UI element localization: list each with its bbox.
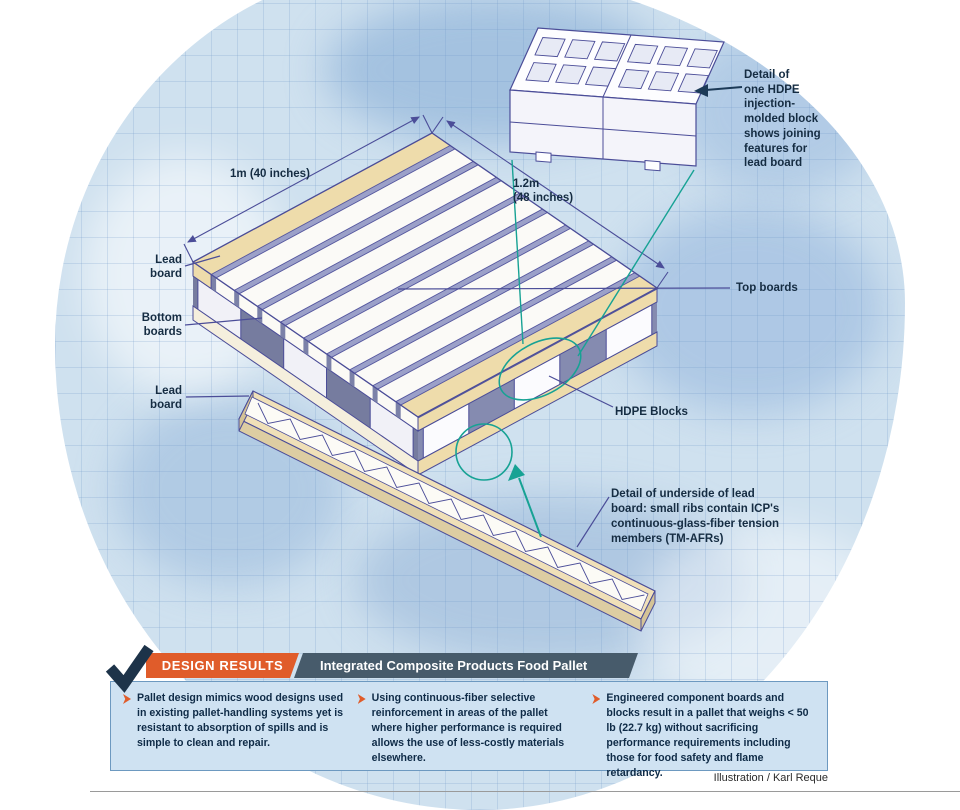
label-lead-board-bottom: Lead board bbox=[150, 385, 182, 412]
dimension-1m bbox=[183, 114, 433, 263]
lead-board-callout-circle bbox=[455, 423, 513, 481]
label-bottom-boards: Bottom boards bbox=[141, 312, 182, 339]
bottom-rule bbox=[90, 791, 960, 792]
bullet-arrow-icon bbox=[592, 694, 601, 704]
dimension-1-2m bbox=[431, 116, 669, 289]
bullet-text: Engineered component boards and blocks r… bbox=[606, 692, 809, 780]
bottom-lead-board-right bbox=[417, 331, 658, 476]
results-title-banner: Integrated Composite Products Food Palle… bbox=[294, 653, 638, 678]
hdpe-block-detail-drawing bbox=[509, 27, 725, 172]
block-cells bbox=[525, 37, 718, 94]
rib-zigzag bbox=[257, 402, 645, 601]
label-lead-board-top: Lead board bbox=[150, 254, 182, 281]
checkmark-icon bbox=[102, 640, 156, 699]
label-hdpe-blocks: HDPE Blocks bbox=[615, 406, 688, 418]
label-top-boards: Top boards bbox=[736, 282, 798, 294]
results-panel: Pallet design mimics wood designs used i… bbox=[110, 681, 828, 779]
bullet-arrow-icon bbox=[357, 694, 366, 704]
result-bullet: Engineered component boards and blocks r… bbox=[592, 691, 815, 779]
detail-arrow-icon bbox=[694, 84, 743, 97]
label-underside-detail: Detail of underside of lead board: small… bbox=[611, 488, 780, 545]
bullet-text: Using continuous-fiber selective reinfor… bbox=[371, 692, 565, 765]
bullet-text: Pallet design mimics wood designs used i… bbox=[137, 692, 344, 750]
pallet-base bbox=[192, 276, 658, 476]
result-bullet: Pallet design mimics wood designs used i… bbox=[123, 691, 346, 761]
label-dimension-1-2m: 1.2m (48 inches) bbox=[513, 178, 574, 205]
underside-board-drawing bbox=[238, 390, 656, 632]
label-dimension-1m: 1m (40 inches) bbox=[230, 168, 310, 180]
block-callout-circle bbox=[498, 337, 582, 401]
result-bullet: Using continuous-fiber selective reinfor… bbox=[357, 691, 581, 764]
teal-callouts bbox=[455, 159, 695, 481]
leader-lines bbox=[184, 255, 731, 548]
design-results-banner: DESIGN RESULTS bbox=[146, 653, 299, 678]
label-block-detail: Detail of one HDPE injection- molded blo… bbox=[744, 69, 821, 170]
board-end-gaps bbox=[211, 274, 401, 420]
illustration-credit: Illustration / Karl Reque bbox=[713, 772, 828, 784]
teal-arrow bbox=[508, 464, 542, 538]
bullet-arrow-icon bbox=[123, 694, 131, 704]
